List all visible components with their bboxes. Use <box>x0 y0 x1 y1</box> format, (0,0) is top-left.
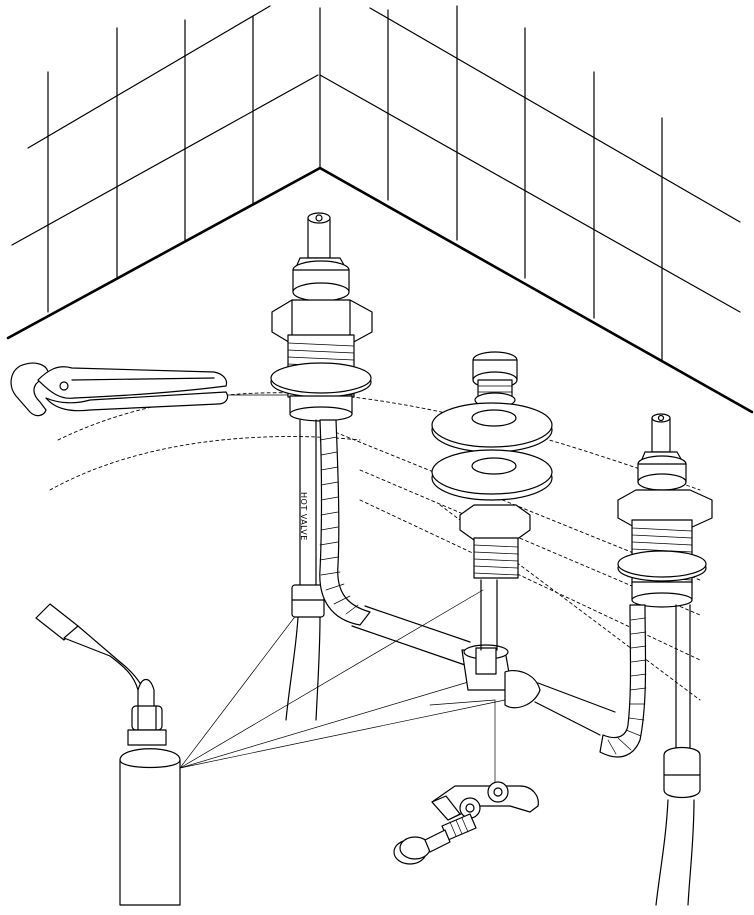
spout-valve <box>431 351 553 579</box>
flexible-riser-cold <box>599 604 701 906</box>
hot-valve: HOT VALVE <box>270 212 373 721</box>
flexible-riser-hot <box>319 419 371 626</box>
tile-wall <box>6 5 754 414</box>
tubing-cutter-icon <box>393 781 539 865</box>
tee-pipe-assembly <box>351 579 616 736</box>
cold-riser-corrugation <box>607 617 647 755</box>
hot-riser-corrugation <box>319 436 359 615</box>
cold-valve <box>617 413 713 751</box>
hot-valve-label: HOT VALVE <box>299 492 308 541</box>
wrench-icon <box>10 362 229 417</box>
torch-icon <box>35 603 181 906</box>
